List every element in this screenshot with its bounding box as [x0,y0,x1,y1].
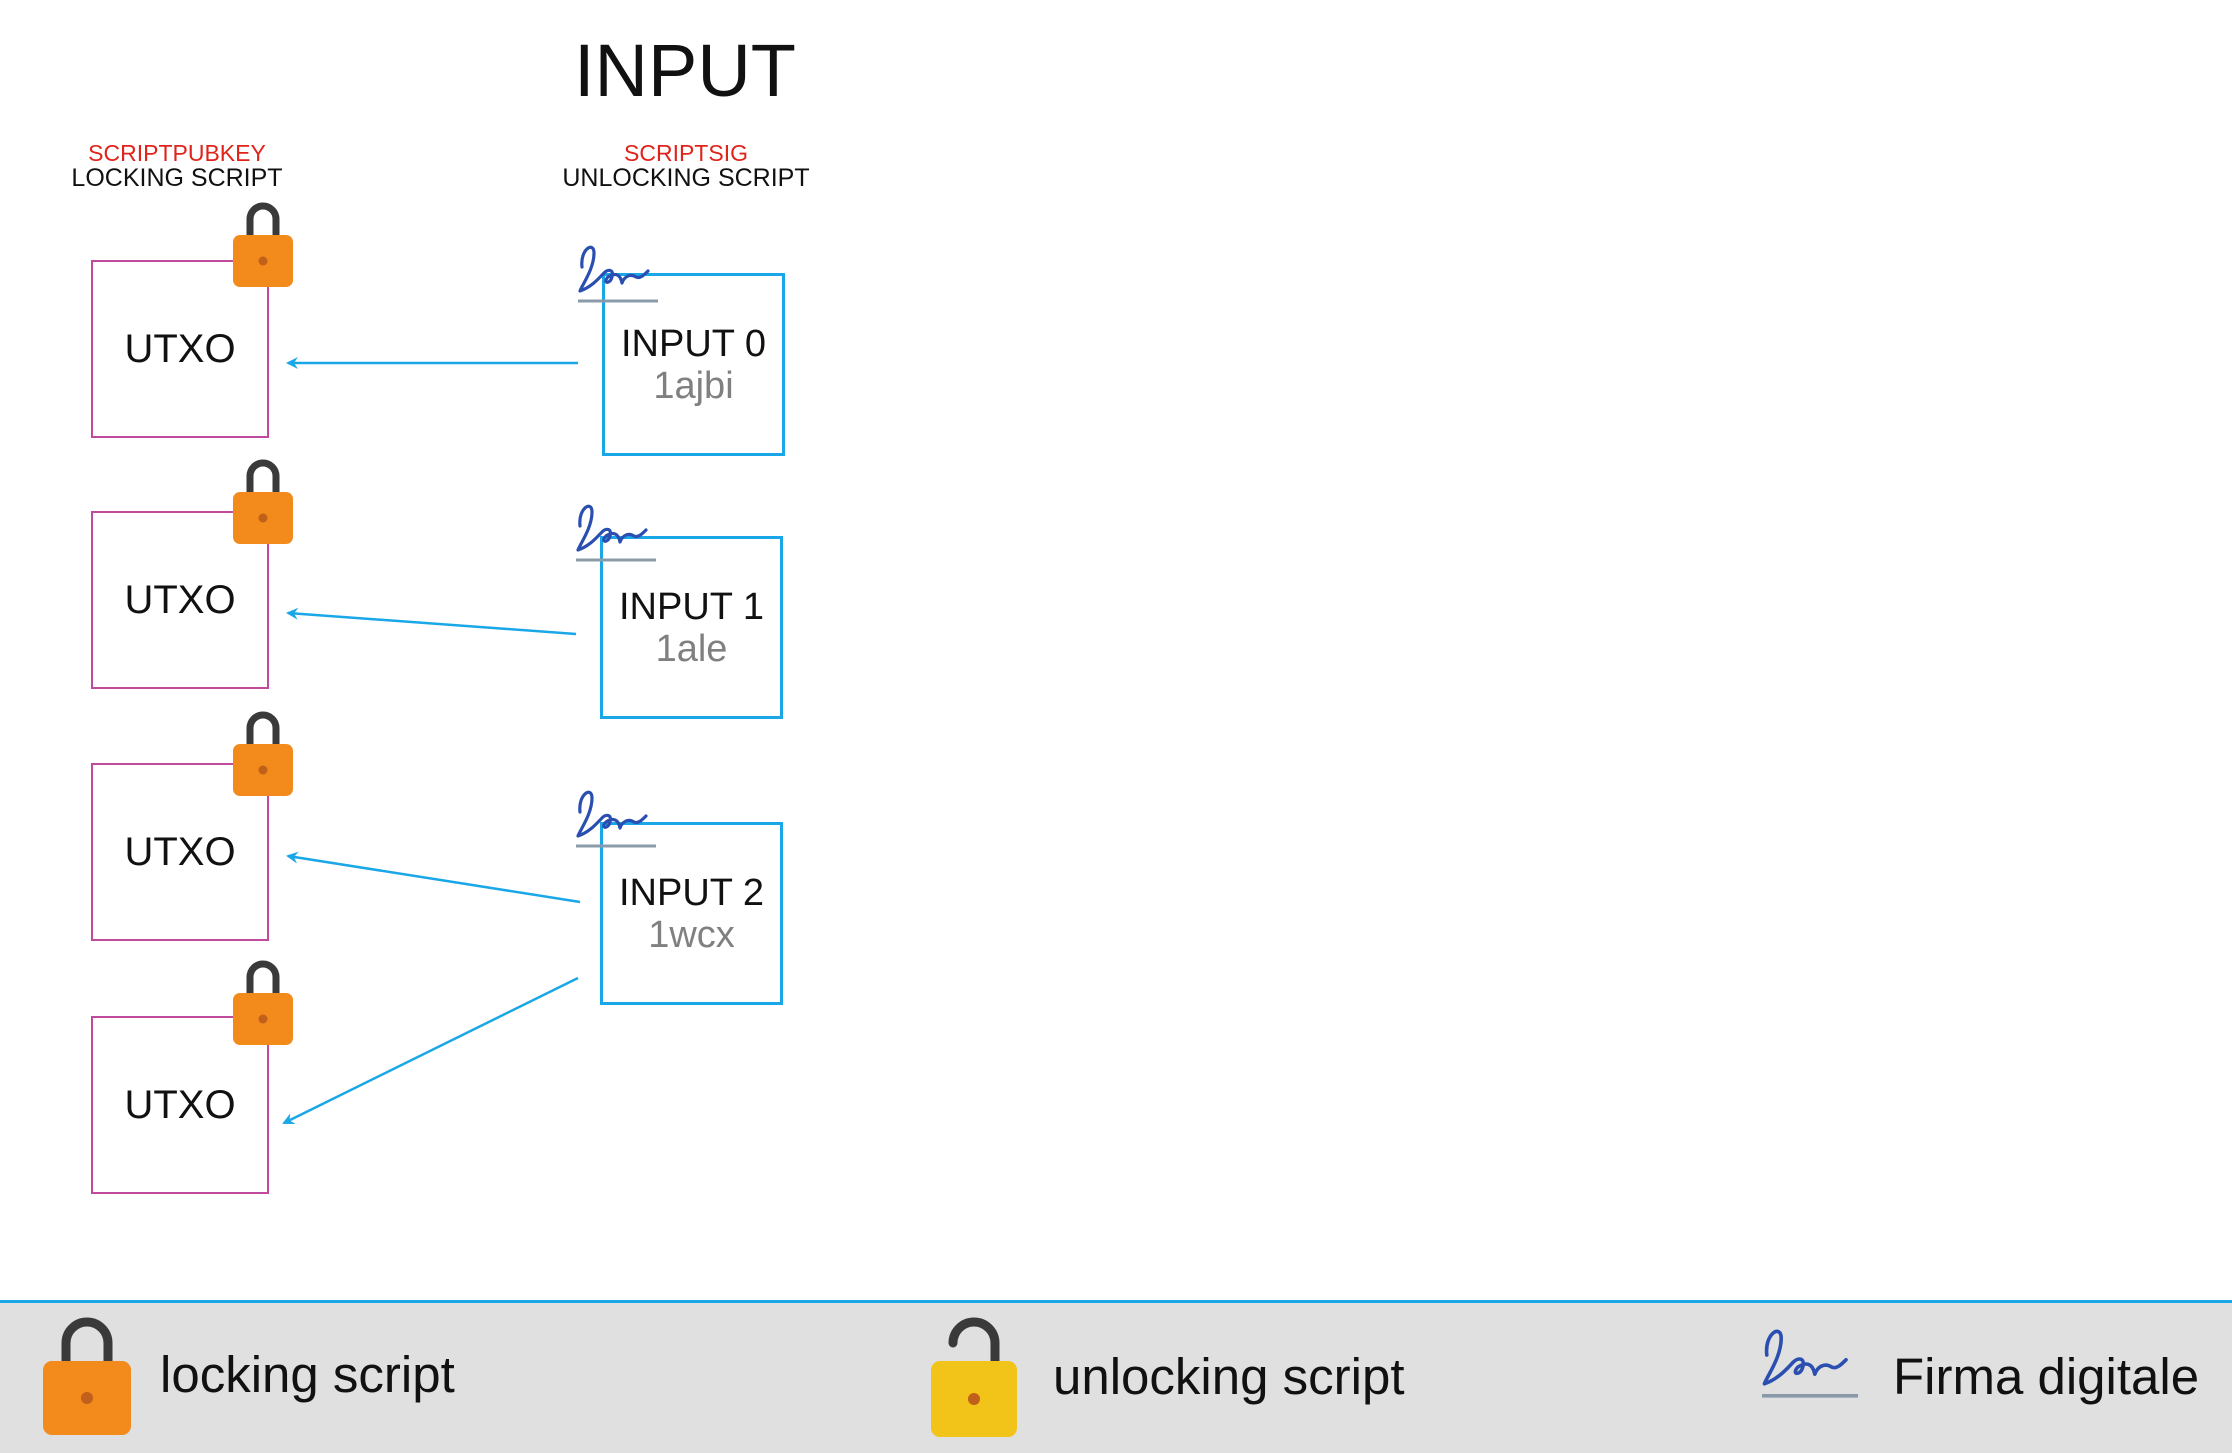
diagram-overlay [0,0,660,1125]
utxo-label: UTXO [124,829,236,874]
signature-icon [574,504,658,562]
padlock-closed-icon [43,1317,131,1435]
locking-column-header: SCRIPTPUBKEY LOCKING SCRIPT [27,141,327,191]
signature-icon [574,790,658,848]
input-box: INPUT 0 1ajbi [602,273,785,456]
legend-icons [43,1317,1859,1437]
padlock-closed-icon [233,463,293,544]
legend-bar: locking script unlocking script Firma di… [0,1300,2232,1453]
signature-icon [576,245,660,303]
signature-icon [1762,1329,1859,1398]
legend-unlocking-label: unlocking script [1053,1348,1405,1405]
diagram-title: INPUT [574,29,796,112]
unlocking-column-header: SCRIPTSIG UNLOCKING SCRIPT [536,141,836,191]
padlock-closed-icon [233,206,293,287]
padlock-closed-icon [233,964,293,1045]
utxo-box: UTXO [91,260,269,438]
input-label: INPUT 2 [618,871,764,914]
scriptpubkey-tag: SCRIPTPUBKEY [88,140,266,166]
unlocking-script-label: UNLOCKING SCRIPT [562,164,810,192]
input-address: 1wcx [648,913,735,956]
padlock-open-icon [931,1317,1017,1437]
scriptsig-tag: SCRIPTSIG [624,140,748,166]
utxo-label: UTXO [124,1082,236,1127]
input-label: INPUT 1 [618,585,764,628]
arrow-input2-utxo3 [282,976,579,1125]
arrow-input2-utxo2 [286,851,581,904]
input-address: 1ajbi [653,364,734,407]
input-box: INPUT 1 1ale [600,536,783,719]
arrow-input1-utxo1 [286,607,577,636]
legend-signature-label: Firma digitale [1893,1348,2200,1405]
padlock-closed-icon [233,715,293,796]
input-address: 1ale [655,627,728,670]
input-label: INPUT 0 [620,322,766,365]
utxo-box: UTXO [91,763,269,941]
utxo-label: UTXO [124,577,236,622]
utxo-label: UTXO [124,326,236,371]
locking-script-label: LOCKING SCRIPT [71,164,283,192]
utxo-box: UTXO [91,1016,269,1194]
utxo-box: UTXO [91,511,269,689]
legend-locking-label: locking script [160,1346,455,1403]
input-box: INPUT 2 1wcx [600,822,783,1005]
